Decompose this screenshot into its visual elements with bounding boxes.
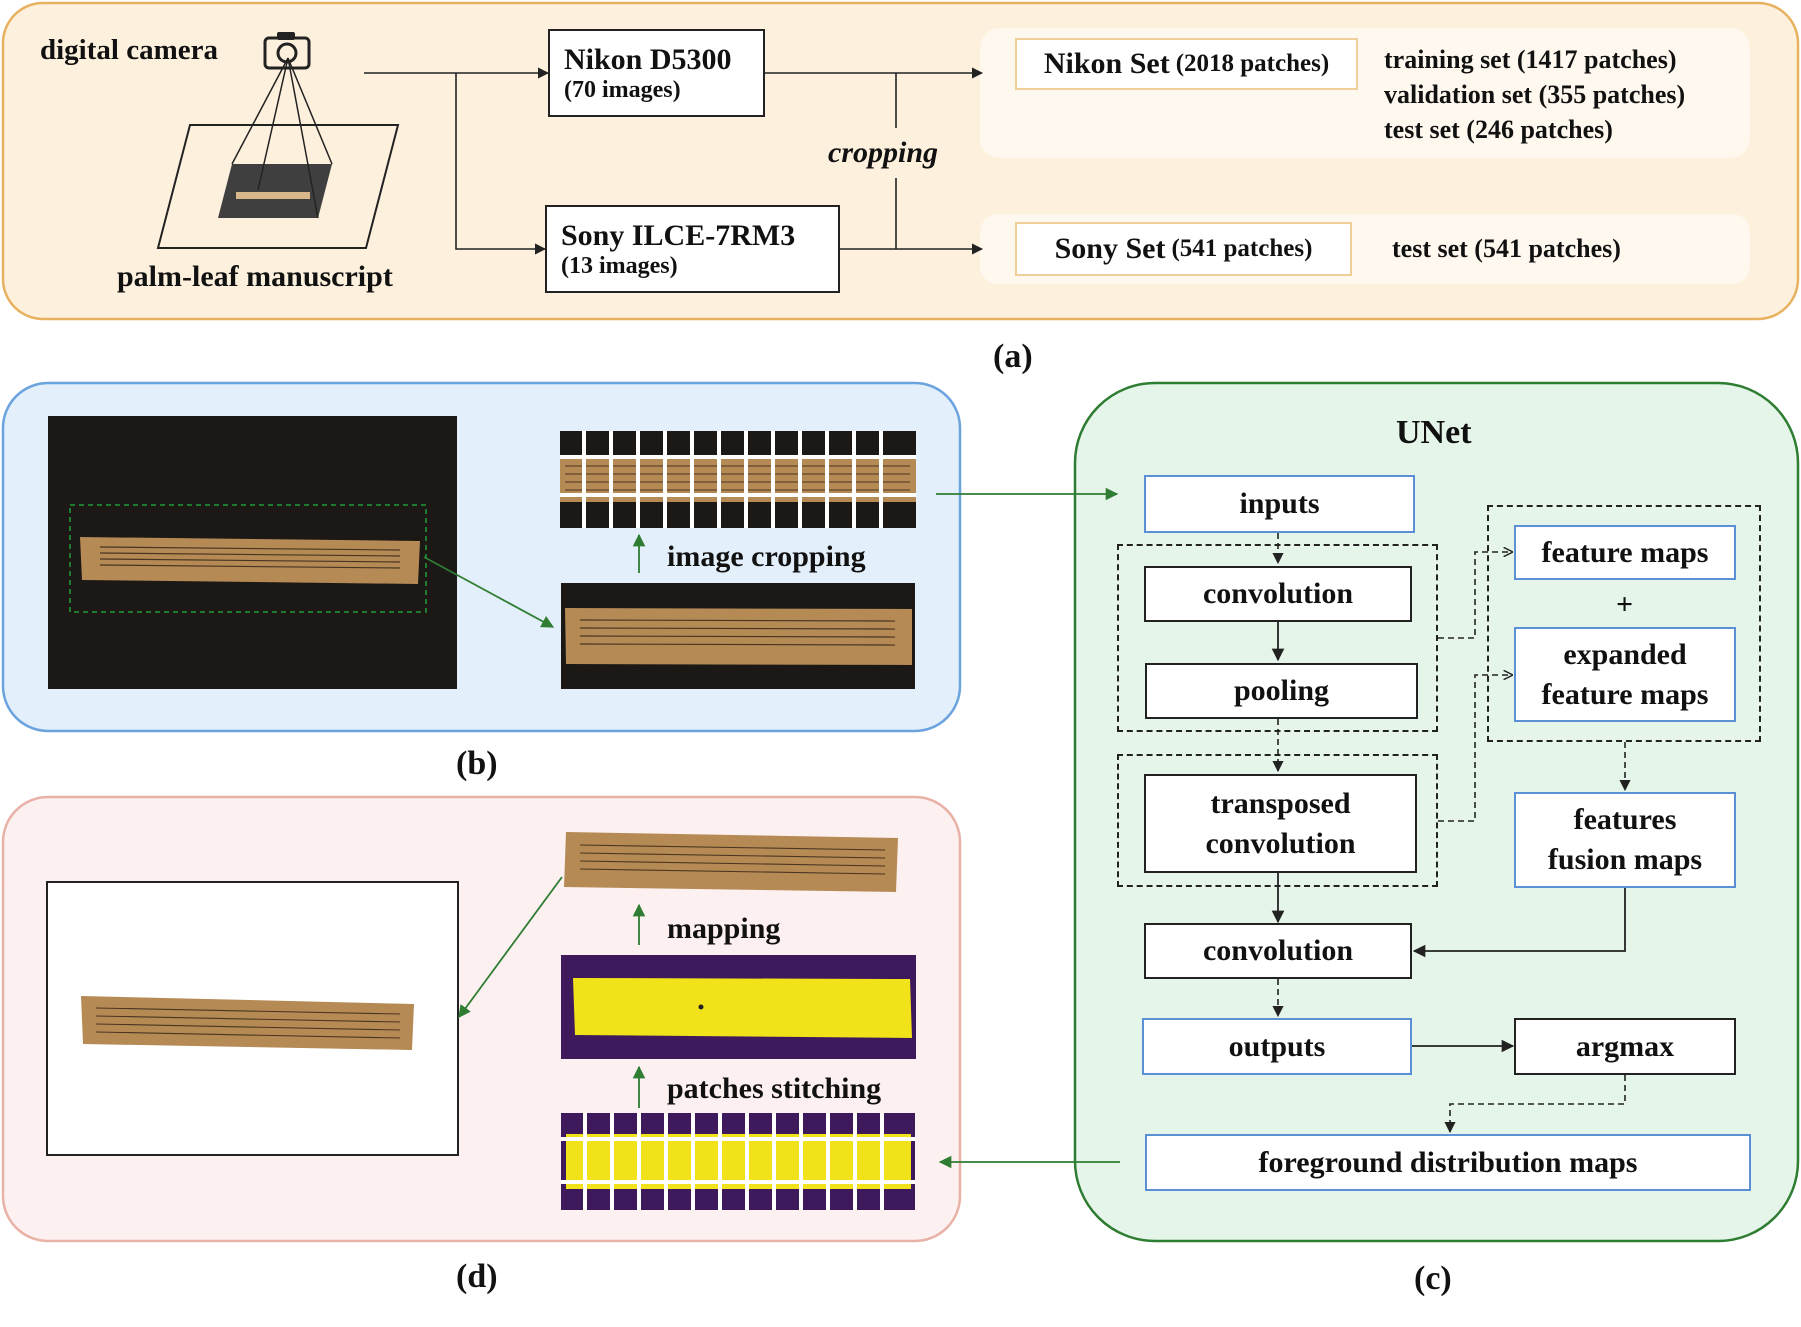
extracted-manuscript: [564, 832, 898, 892]
nikon-test-set-label: test set (246 patches): [1384, 115, 1613, 144]
expanded-label-line1: expanded: [1563, 637, 1687, 671]
argmax-label: argmax: [1575, 1029, 1675, 1063]
foreground-distribution-maps-box: foreground distribution maps: [1145, 1134, 1751, 1191]
transposed-label-line1: transposed: [1210, 786, 1351, 820]
panel-d-arrows: [458, 876, 1120, 1169]
transposed-convolution-box: transposed convolution: [1144, 774, 1417, 873]
inputs-box: inputs: [1144, 475, 1415, 533]
patch-grid-b: [560, 431, 916, 528]
camera-icon: [263, 32, 311, 70]
unet-solid-arrows: [1271, 622, 1626, 1053]
validation-set-label: validation set (355 patches): [1384, 80, 1686, 109]
cropping-label: cropping: [828, 136, 939, 169]
sony-test-set-label: test set (541 patches): [1392, 234, 1621, 263]
feature-maps-label: feature maps: [1541, 535, 1709, 569]
caption-c: (c): [1414, 1260, 1452, 1297]
camera-label: digital camera: [40, 34, 218, 66]
pooling-label: pooling: [1233, 674, 1330, 707]
nikon-set-name: Nikon Set: [1043, 47, 1170, 80]
convolution-label: convolution: [1202, 577, 1354, 610]
sony-camera-box: Sony ILCE-7RM3 (13 images): [545, 205, 840, 293]
outputs-box: outputs: [1142, 1018, 1412, 1075]
nikon-set-count: (2018 patches): [1175, 50, 1330, 77]
patch-grid-d: [561, 1113, 915, 1210]
sony-camera-count: (13 images): [561, 252, 678, 279]
convolution-output-box: convolution: [1144, 923, 1412, 979]
decoder-group: [1117, 754, 1438, 887]
unet-dashed-arrows: [1272, 533, 1631, 1134]
full-manuscript-photo: [48, 416, 457, 689]
pooling-box: pooling: [1145, 663, 1418, 719]
training-set-label: training set (1417 patches): [1384, 45, 1677, 74]
features-fusion-maps-box: features fusion maps: [1514, 792, 1736, 888]
nikon-camera-count: (70 images): [564, 76, 681, 103]
argmax-box: argmax: [1514, 1018, 1736, 1075]
encoder-group: [1117, 544, 1438, 732]
convolution-output-label: convolution: [1202, 934, 1354, 967]
patches-stitching-label: patches stitching: [667, 1072, 882, 1105]
feature-maps-box: feature maps: [1514, 525, 1736, 580]
plus-sign: +: [1616, 588, 1634, 621]
fusion-label-line2: fusion maps: [1547, 843, 1703, 876]
caption-a: (a): [993, 338, 1033, 375]
fusion-label-line1: features: [1573, 803, 1677, 836]
segmentation-mask: [561, 955, 916, 1059]
foreground-label: foreground distribution maps: [1258, 1145, 1638, 1179]
expanded-feature-maps-box: expanded feature maps: [1514, 627, 1736, 722]
caption-b: (b): [456, 745, 498, 782]
panel-b-arrows: [423, 487, 1119, 628]
result-frame: [46, 881, 459, 1156]
sony-set-name: Sony Set: [1054, 232, 1166, 265]
panel-a-arrows: [364, 67, 984, 255]
nikon-camera-title: Nikon D5300: [564, 42, 732, 76]
nikon-camera-box: Nikon D5300 (70 images): [548, 29, 765, 117]
manuscript-label: palm-leaf manuscript: [117, 260, 393, 293]
sony-set-box: Sony Set (541 patches): [1015, 222, 1352, 276]
outputs-label: outputs: [1228, 1029, 1326, 1063]
nikon-set-box: Nikon Set (2018 patches): [1015, 38, 1358, 90]
inputs-label: inputs: [1239, 487, 1320, 520]
cropped-manuscript-photo: [561, 583, 915, 689]
expanded-label-line2: feature maps: [1541, 677, 1709, 711]
mapping-label: mapping: [667, 912, 781, 945]
feature-group: [1487, 505, 1761, 742]
convolution-box: convolution: [1144, 566, 1412, 622]
image-cropping-label: image cropping: [667, 540, 866, 573]
sony-camera-title: Sony ILCE-7RM3: [561, 218, 796, 252]
sony-set-count: (541 patches): [1171, 235, 1313, 262]
manuscript-photo-illustration: [156, 57, 400, 249]
caption-d: (d): [456, 1258, 498, 1295]
unet-title: UNet: [1396, 414, 1472, 451]
transposed-label-line2: convolution: [1205, 826, 1356, 860]
